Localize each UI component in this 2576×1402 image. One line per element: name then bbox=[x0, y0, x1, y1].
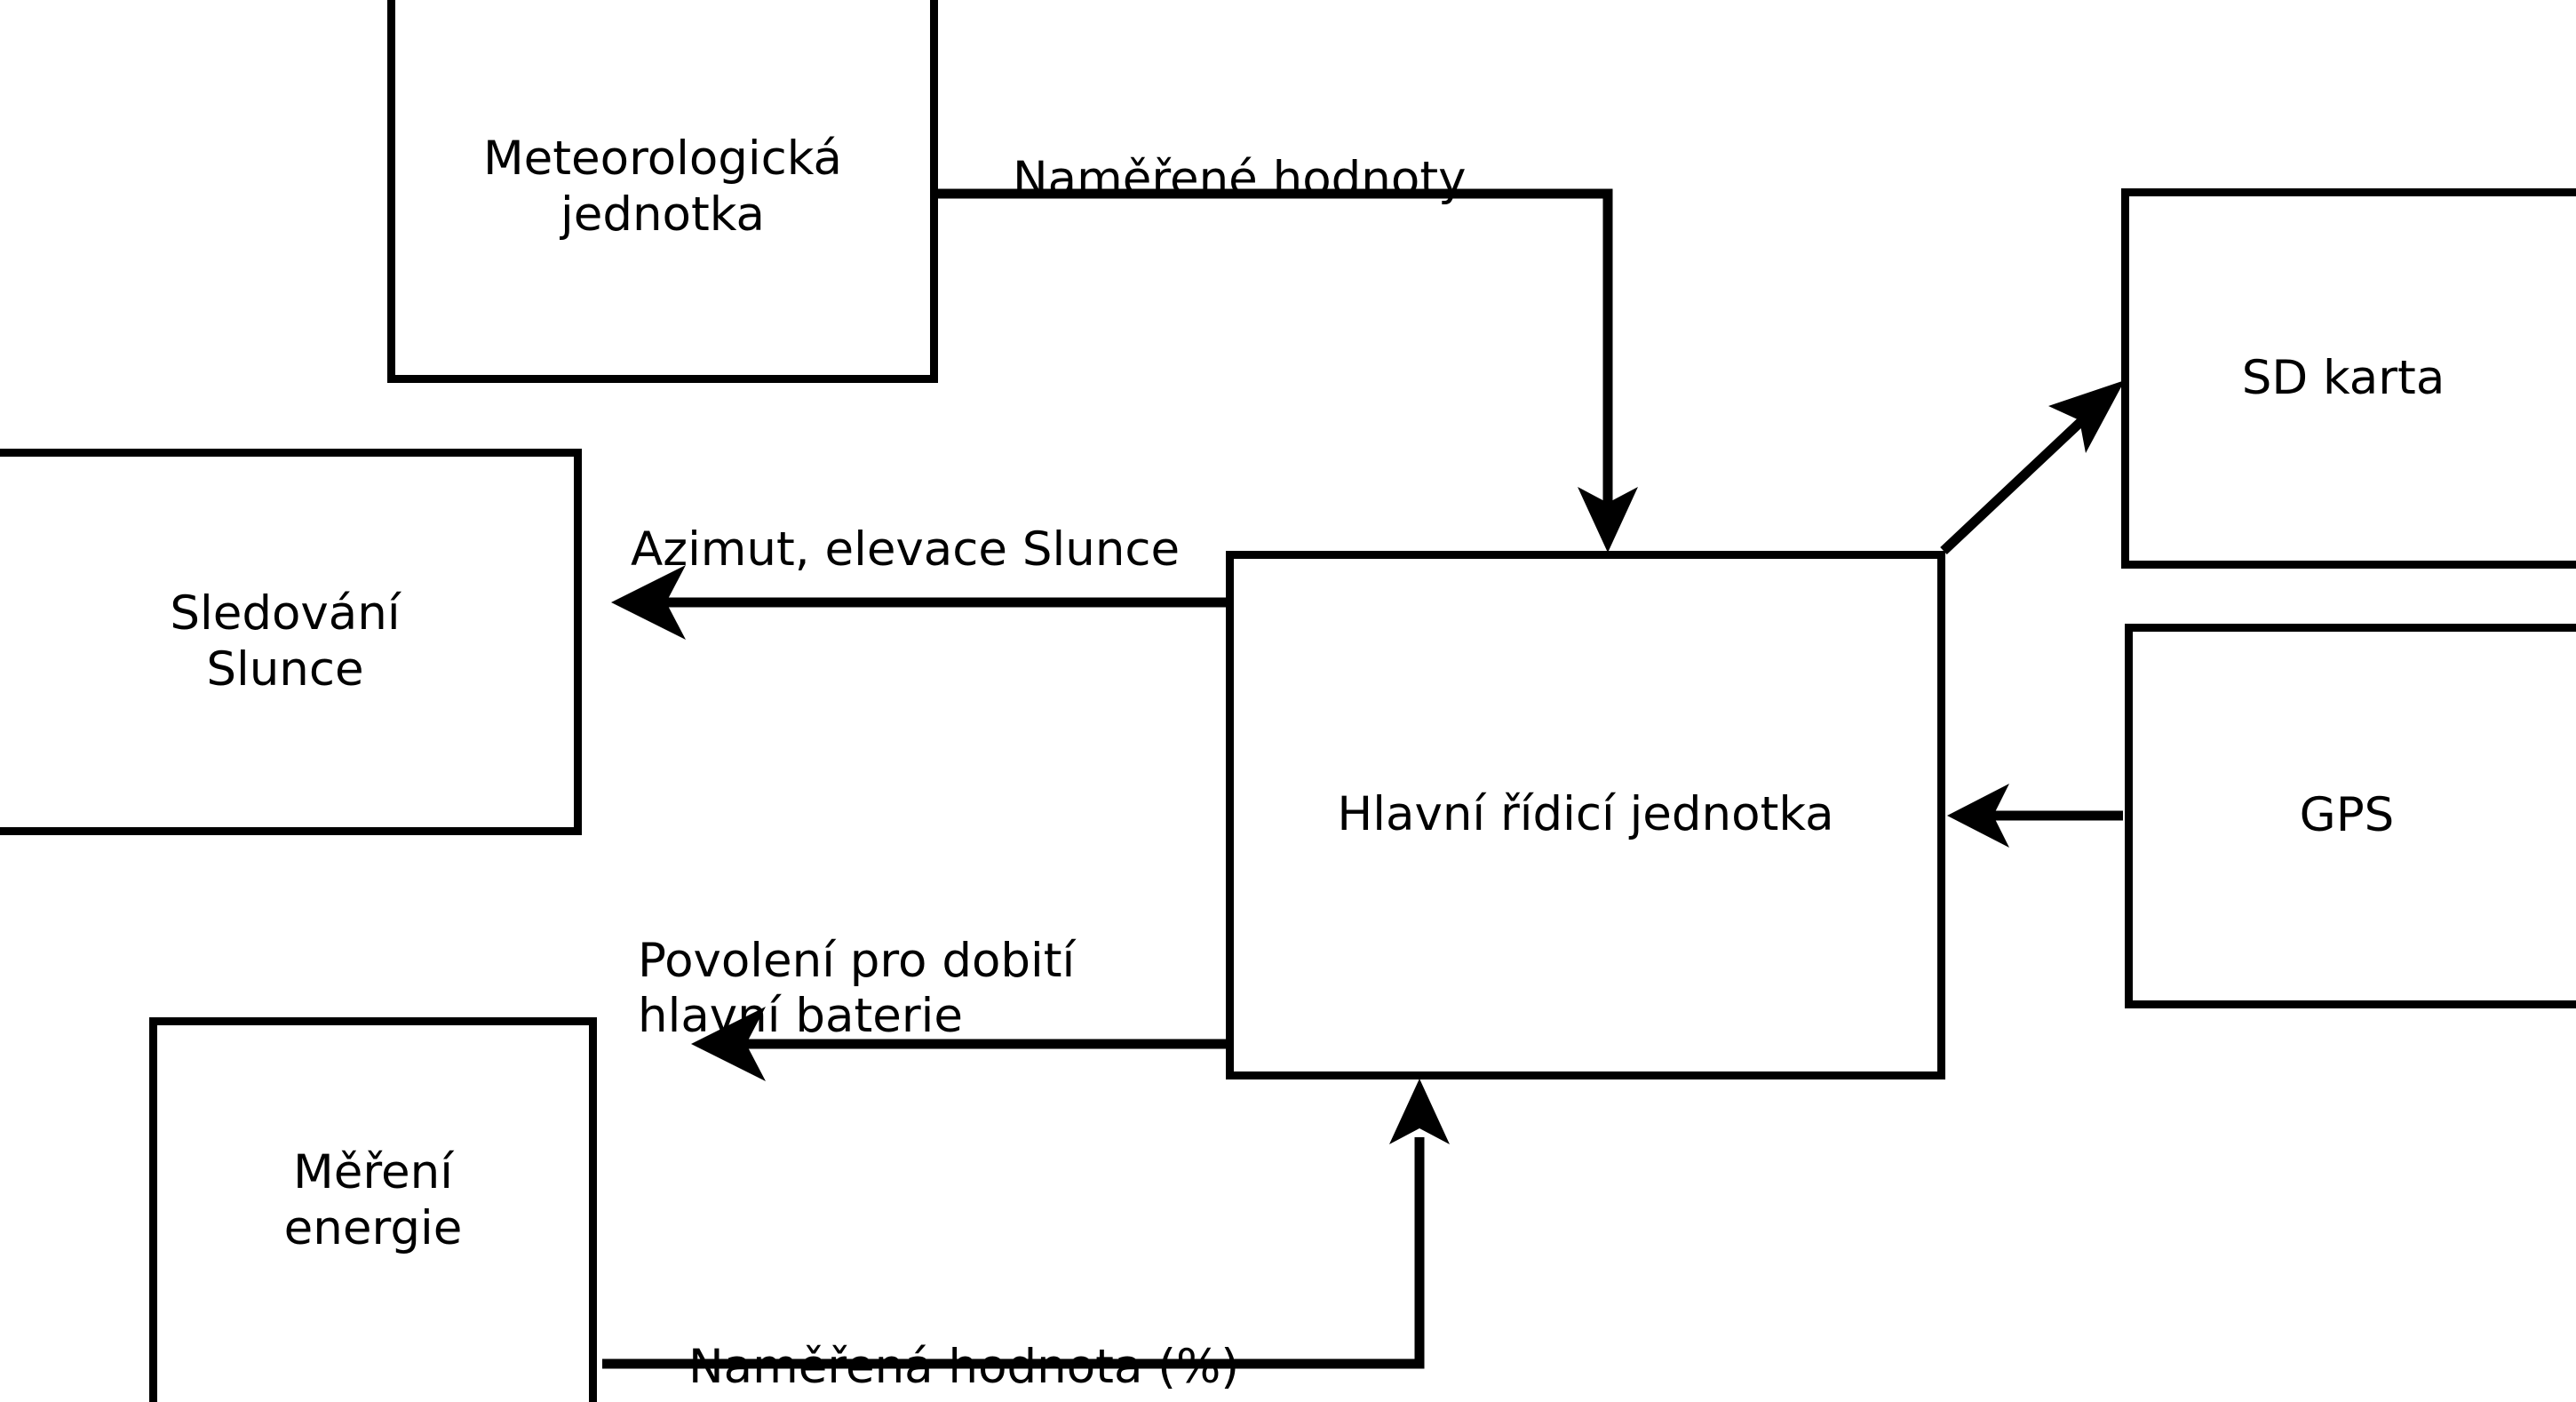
connector-gps-to-main bbox=[1947, 784, 2123, 848]
edge-label-namerena-hodnota-procent: Naměřená hodnota (%) bbox=[688, 1284, 1239, 1395]
node-label: Měření energie bbox=[283, 1145, 463, 1255]
node-label: Hlavní řídicí jednotka bbox=[1337, 787, 1834, 842]
node-sd-karta[interactable]: SD karta bbox=[2121, 188, 2576, 569]
connector-main-to-sd bbox=[1940, 380, 2125, 555]
node-mereni-energie[interactable]: Měření energie bbox=[149, 1017, 597, 1402]
edge-label-text: Naměřené hodnoty bbox=[1013, 151, 1467, 206]
edge-label-azimut-elevace-slunce: Azimut, elevace Slunce bbox=[631, 466, 1180, 578]
node-sledovani-slunce[interactable]: Sledování Slunce bbox=[0, 449, 582, 835]
connector-meteo-to-main bbox=[937, 188, 1638, 553]
node-label: GPS bbox=[2299, 788, 2395, 843]
edge-label-text: Povolení pro dobití hlavní baterie bbox=[638, 933, 1076, 1044]
connector-main-to-energy bbox=[691, 1007, 1226, 1081]
node-label: SD karta bbox=[2241, 350, 2445, 405]
connector-energy-to-main bbox=[602, 1079, 1450, 1369]
edge-label-text: Naměřená hodnota (%) bbox=[688, 1339, 1240, 1394]
node-hlavni-ridici-jednotka[interactable]: Hlavní řídicí jednotka bbox=[1226, 551, 1945, 1079]
node-meteorologicka-jednotka[interactable]: Meteorologická jednotka bbox=[387, 0, 938, 383]
edge-label-text: Azimut, elevace Slunce bbox=[631, 522, 1181, 577]
node-label: Meteorologická jednotka bbox=[482, 131, 843, 242]
edge-label-povoleni-pro-dobiti: Povolení pro dobití hlavní baterie bbox=[638, 878, 1075, 1045]
connector-main-to-sun bbox=[611, 565, 1226, 640]
edge-label-namerene-hodnoty: Naměřené hodnoty bbox=[1013, 96, 1466, 207]
node-label: Sledování Slunce bbox=[170, 585, 401, 697]
node-gps[interactable]: GPS bbox=[2125, 624, 2576, 1008]
